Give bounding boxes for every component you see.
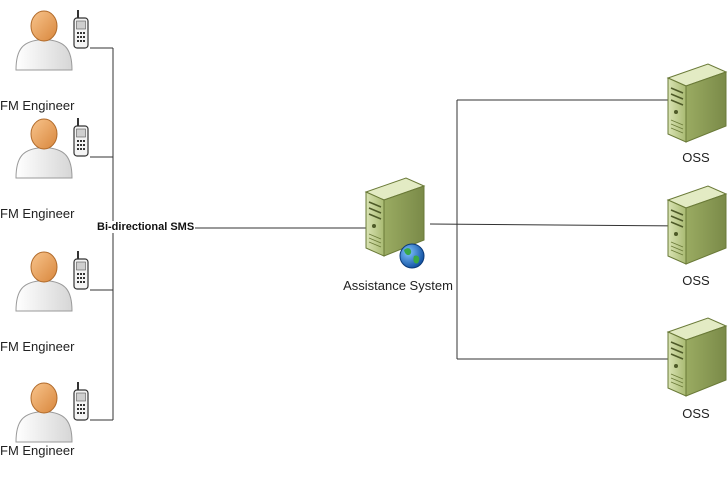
mobile-phone-icon <box>73 250 89 290</box>
assistance-system-label: Assistance System <box>343 278 453 293</box>
engineer-node-1 <box>15 9 89 71</box>
mobile-phone-icon <box>73 117 89 157</box>
mobile-phone-icon <box>73 381 89 421</box>
oss-label: OSS <box>682 150 710 165</box>
assistance-system-node <box>365 177 425 269</box>
engineer-node-4 <box>15 381 89 443</box>
engineer-node-2 <box>15 117 89 179</box>
engineer-node-3 <box>15 250 89 312</box>
engineer-label: FM Engineer <box>0 206 75 221</box>
oss-server-icon <box>667 317 727 397</box>
oss-server-icon <box>667 63 727 143</box>
oss-label: OSS <box>682 406 710 421</box>
person-icon <box>15 251 73 312</box>
person-icon <box>15 382 73 443</box>
globe-icon <box>399 243 425 269</box>
person-icon <box>15 10 73 71</box>
engineer-label: FM Engineer <box>0 98 75 113</box>
sms-link-label: Bi-directional SMS <box>96 221 196 233</box>
engineer-label: FM Engineer <box>0 339 75 354</box>
oss-2-link <box>429 223 691 227</box>
engineer-label: FM Engineer <box>0 443 75 458</box>
oss-server-icon <box>667 185 727 265</box>
person-icon <box>15 118 73 179</box>
mobile-phone-icon <box>73 9 89 49</box>
oss-label: OSS <box>682 273 710 288</box>
